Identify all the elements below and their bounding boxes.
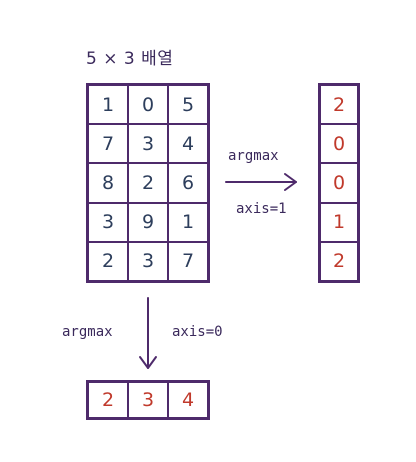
axis0-func-label: argmax bbox=[62, 324, 113, 340]
result-cell: 2 bbox=[87, 381, 129, 419]
axis0-result-array: 2 3 4 bbox=[86, 380, 210, 420]
result-cell: 1 bbox=[319, 201, 359, 243]
array-cell: 7 bbox=[167, 240, 209, 282]
result-cell: 2 bbox=[319, 240, 359, 282]
axis1-axis-label: axis=1 bbox=[236, 201, 287, 217]
result-cell: 4 bbox=[167, 381, 209, 419]
result-cell: 0 bbox=[319, 162, 359, 204]
main-array: 1 0 5 7 3 4 8 2 6 3 9 1 2 3 7 bbox=[86, 83, 210, 283]
result-cell: 2 bbox=[319, 84, 359, 126]
result-cell: 0 bbox=[319, 123, 359, 165]
axis0-axis-label: axis=0 bbox=[172, 324, 223, 340]
axis1-func-label: argmax bbox=[228, 148, 279, 164]
array-title: 5 × 3 배열 bbox=[86, 49, 174, 69]
axis0-arrow bbox=[139, 297, 157, 369]
result-cell: 3 bbox=[127, 381, 169, 419]
axis1-arrow bbox=[225, 173, 297, 191]
axis1-result-array: 2 0 0 1 2 bbox=[318, 83, 360, 283]
